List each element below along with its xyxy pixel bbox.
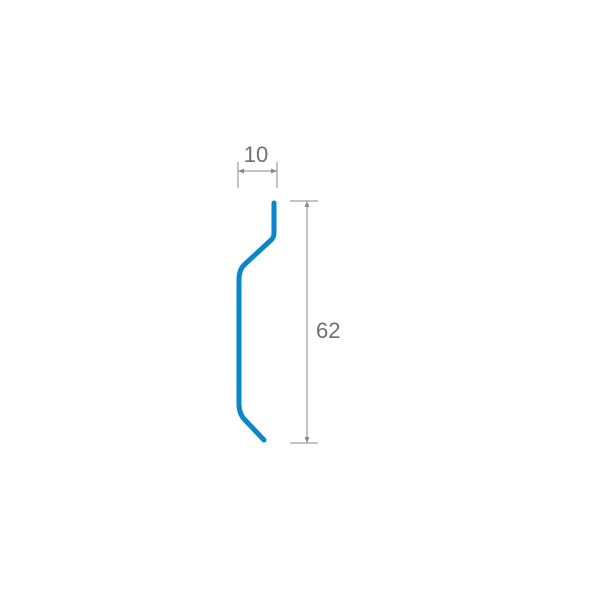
height-dimension-label: 62 — [316, 318, 340, 343]
width-arrow-right — [271, 168, 277, 174]
width-dimension-label: 10 — [244, 142, 268, 167]
width-dimension: 10 — [237, 142, 278, 188]
width-arrow-left — [238, 168, 244, 174]
profile-outline — [236, 200, 277, 443]
height-arrow-bottom — [304, 437, 310, 443]
height-arrow-top — [304, 201, 310, 207]
height-dimension: 62 — [290, 200, 340, 444]
